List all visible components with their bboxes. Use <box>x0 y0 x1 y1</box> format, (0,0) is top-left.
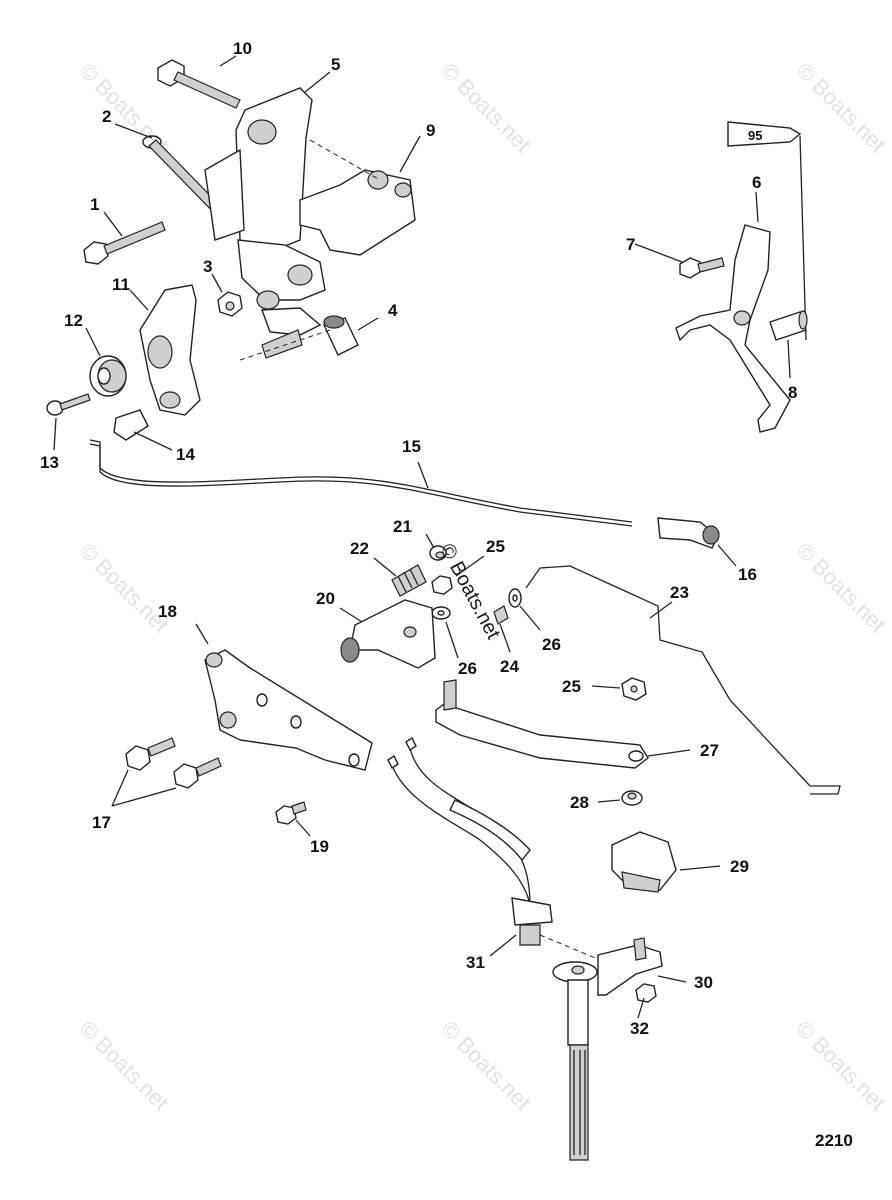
callout-31: 31 <box>466 953 485 972</box>
watermark: © Boats.net <box>791 58 890 157</box>
dash-line <box>309 139 381 181</box>
part-12-pulley <box>89 355 127 397</box>
leader-lines <box>53 55 791 1019</box>
lubricant-tube: 95 <box>727 121 802 147</box>
callout-4: 4 <box>388 301 398 320</box>
dash-line <box>539 934 601 961</box>
part-3-nut <box>217 291 243 317</box>
callout-26a: 26 <box>458 659 477 678</box>
callout-14: 14 <box>176 445 195 464</box>
part-1-bolt <box>83 221 166 265</box>
callout-12: 12 <box>64 311 83 330</box>
part-25-nut-upper <box>431 575 453 595</box>
callout-9: 9 <box>426 121 435 140</box>
callout-15: 15 <box>402 437 421 456</box>
part-8-sleeve <box>769 310 808 341</box>
callout-26b: 26 <box>542 635 561 654</box>
callout-24: 24 <box>500 657 519 676</box>
part-26-washer-right <box>508 588 522 608</box>
callout-6: 6 <box>752 173 761 192</box>
figure-number: 2210 <box>815 1131 853 1150</box>
callout-25a: 25 <box>486 537 505 556</box>
part-29-switch <box>611 831 677 893</box>
callout-17a: 17 <box>92 813 111 832</box>
callout-13: 13 <box>40 453 59 472</box>
part-5-bracket <box>204 87 326 336</box>
callout-25b: 25 <box>562 677 581 696</box>
part-4-bushing <box>261 315 359 359</box>
part-10-bolt <box>157 59 241 109</box>
part-20-block <box>340 599 436 669</box>
callouts: 1 2 3 4 5 6 7 8 9 10 11 12 13 14 15 16 1… <box>40 39 797 1038</box>
callout-19: 19 <box>310 837 329 856</box>
callout-11: 11 <box>112 275 130 294</box>
callout-30: 30 <box>694 973 713 992</box>
watermark: © Boats.net <box>74 538 173 637</box>
watermark: © Boats.net <box>436 1016 535 1115</box>
callout-22: 22 <box>350 539 369 558</box>
callout-29: 29 <box>730 857 749 876</box>
part-28-grommet <box>621 790 643 806</box>
part-6-bracket <box>675 224 791 433</box>
callout-8: 8 <box>788 383 797 402</box>
part-17-bolt-upper <box>125 737 176 771</box>
callout-18: 18 <box>158 602 177 621</box>
part-7-bolt <box>679 257 725 279</box>
part-15-rod-shadow <box>89 443 633 527</box>
part-30-shaft <box>552 937 663 1161</box>
part-23-rod <box>525 565 841 795</box>
part-11-lever <box>139 284 201 416</box>
part-21-cap <box>429 545 447 561</box>
part-24-clip <box>493 605 509 625</box>
part-15-rod <box>89 439 633 523</box>
part-32-screw <box>635 983 657 1003</box>
part-18-plate <box>204 649 373 771</box>
part-27-link <box>435 679 649 769</box>
callout-21: 21 <box>393 517 412 536</box>
part-25-nut-lower <box>621 677 647 701</box>
watermark: © Boats.net <box>791 1016 890 1115</box>
part-31-switch-harness <box>387 736 553 946</box>
callout-7: 7 <box>626 235 635 254</box>
callout-2: 2 <box>102 107 111 126</box>
callout-23: 23 <box>670 583 689 602</box>
callout-3: 3 <box>203 257 212 276</box>
part-19-screw <box>275 801 307 825</box>
watermark: © Boats.net <box>74 1016 173 1115</box>
callout-20: 20 <box>316 589 335 608</box>
tube-label: 95 <box>748 128 762 143</box>
part-22-spring <box>391 564 427 597</box>
part-16-rod-end <box>657 517 720 549</box>
callout-32: 32 <box>630 1019 649 1038</box>
watermark: © Boats.net <box>791 538 890 637</box>
watermark: © Boats.net <box>436 58 535 157</box>
callout-16: 16 <box>738 565 757 584</box>
dash-line <box>239 329 331 361</box>
part-17-bolt-lower <box>173 757 222 789</box>
callout-28: 28 <box>570 793 589 812</box>
part-9-cam <box>299 169 416 256</box>
part-13-screw <box>46 393 91 416</box>
callout-1: 1 <box>90 195 99 214</box>
part-26-washer-left <box>431 606 451 620</box>
callout-27: 27 <box>700 741 719 760</box>
tube-leader <box>799 135 807 341</box>
callout-5: 5 <box>331 55 340 74</box>
callout-10: 10 <box>233 39 252 58</box>
